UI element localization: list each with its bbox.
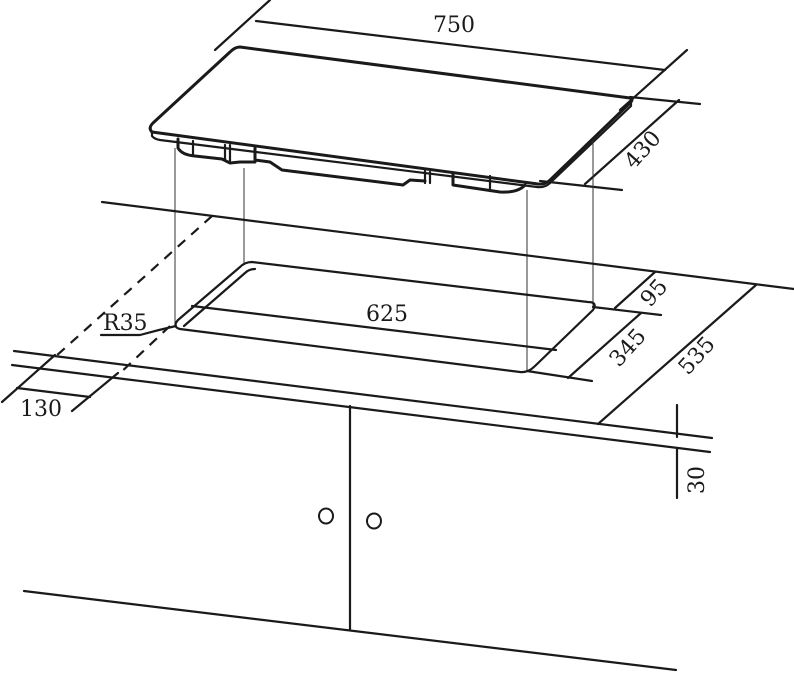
dimension-750: 750 <box>213 0 702 112</box>
dimension-130: 130 <box>0 353 120 422</box>
cutout-inner-bevel <box>182 267 257 328</box>
cooktop-housing-tab-1 <box>191 139 232 163</box>
cooktop-glass-top <box>148 45 634 186</box>
cooktop-housing-tab-2 <box>423 169 432 185</box>
cutout-back-offset-label: 95 <box>636 274 673 312</box>
cutout-depth-label: 345 <box>605 324 652 372</box>
cooktop-housing-center <box>253 146 427 187</box>
cutout <box>174 260 596 374</box>
cabinet <box>22 404 678 672</box>
cabinet-knob-right <box>366 512 382 530</box>
cooktop-housing-left <box>176 137 257 165</box>
cabinet-knob-left <box>318 507 334 525</box>
dimension-430: 430 <box>538 98 681 192</box>
countertop-depth-label: 535 <box>674 332 721 380</box>
cooktop <box>148 45 634 194</box>
cutout-outer <box>174 260 596 374</box>
dimension-r35: R35 <box>99 311 178 337</box>
countertop <box>10 200 794 454</box>
dimension-30: 30 <box>675 403 710 500</box>
corner-radius-label: R35 <box>103 311 148 336</box>
projection-lines <box>174 140 594 372</box>
side-clearance-label: 130 <box>20 397 62 422</box>
cutout-width-label: 625 <box>366 302 408 327</box>
cooktop-front-edge <box>150 130 552 189</box>
cooktop-housing-right <box>451 171 527 194</box>
cooktop-depth-label: 430 <box>620 126 667 174</box>
cooktop-width-label: 750 <box>433 13 475 38</box>
dimension-right-set: 95 345 535 <box>525 270 758 426</box>
countertop-thickness-label: 30 <box>685 466 710 494</box>
